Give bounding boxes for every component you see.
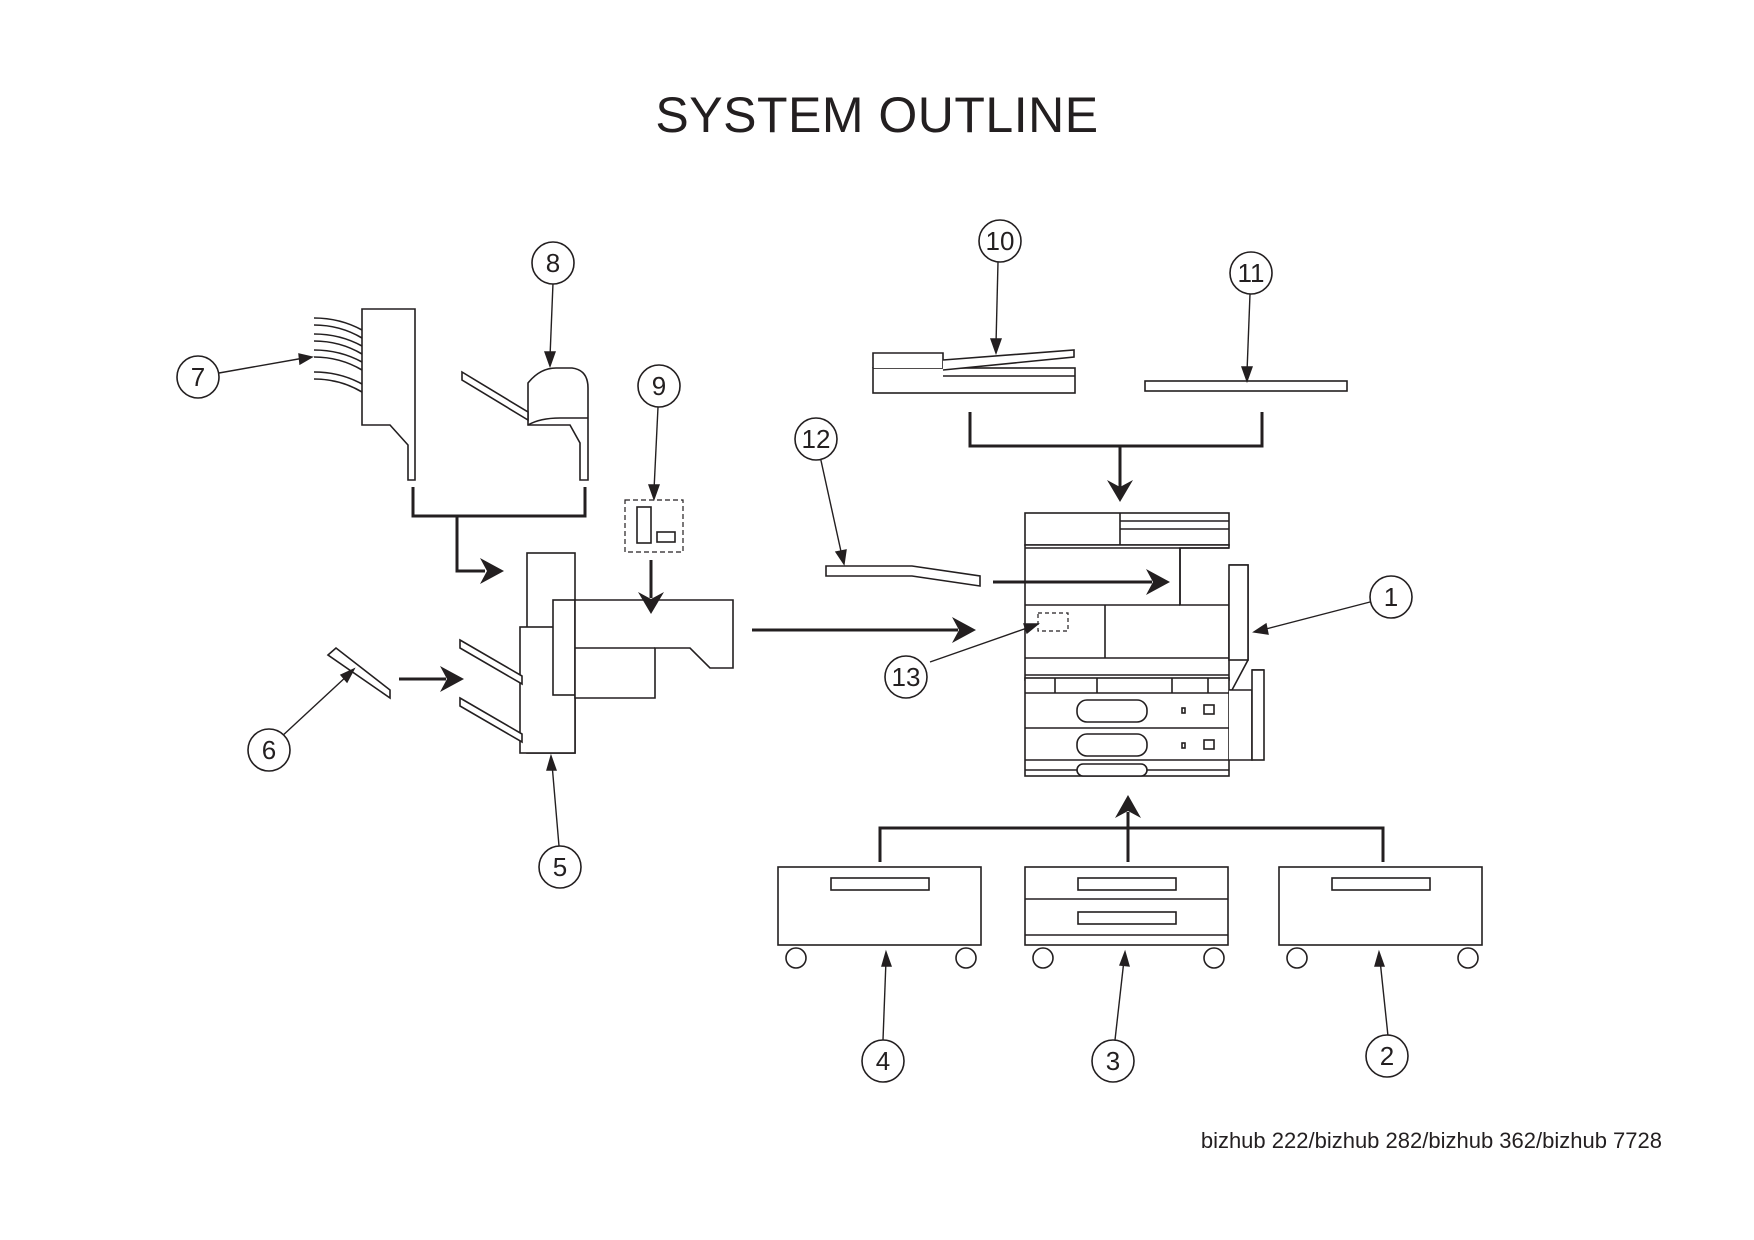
connectors	[399, 412, 1385, 862]
document-feeder	[872, 349, 1076, 394]
callout-8: 8	[531, 241, 575, 285]
svg-text:7: 7	[191, 362, 205, 392]
page-title: SYSTEM OUTLINE	[655, 87, 1099, 143]
callout-13: 13	[884, 655, 928, 699]
leader-lines	[218, 261, 1389, 1041]
callout-12: 12	[794, 417, 838, 461]
paper-feed-cabinet-4	[777, 866, 982, 969]
svg-text:6: 6	[262, 735, 276, 765]
original-cover	[1144, 380, 1348, 392]
svg-text:1: 1	[1384, 582, 1398, 612]
option-kit	[624, 499, 684, 553]
callout-11: 11	[1229, 251, 1273, 295]
svg-text:3: 3	[1106, 1046, 1120, 1076]
mail-bin	[313, 308, 416, 481]
svg-text:2: 2	[1380, 1041, 1394, 1071]
svg-text:5: 5	[553, 852, 567, 882]
svg-text:11: 11	[1238, 258, 1265, 288]
relay-unit	[326, 646, 391, 700]
output-tray	[825, 565, 981, 587]
callout-2: 2	[1365, 1034, 1409, 1078]
paper-feed-cabinet-2	[1278, 866, 1483, 969]
callout-3: 3	[1091, 1039, 1135, 1083]
callout-9: 9	[637, 364, 681, 408]
callout-10: 10	[978, 219, 1022, 263]
svg-text:10: 10	[986, 226, 1015, 256]
callout-6: 6	[247, 728, 291, 772]
callout-5: 5	[538, 845, 582, 889]
paper-feed-cabinet-3	[1024, 866, 1229, 969]
callout-4: 4	[861, 1039, 905, 1083]
finisher	[459, 552, 734, 754]
saddle-unit	[461, 367, 589, 481]
svg-text:9: 9	[652, 371, 666, 401]
svg-text:12: 12	[802, 424, 831, 454]
svg-text:4: 4	[876, 1046, 890, 1076]
svg-text:8: 8	[546, 248, 560, 278]
main-unit	[1024, 512, 1265, 777]
model-footer: bizhub 222/bizhub 282/bizhub 362/bizhub …	[1200, 1128, 1662, 1153]
svg-text:13: 13	[892, 662, 921, 692]
callout-1: 1	[1369, 575, 1413, 619]
callout-7: 7	[176, 355, 220, 399]
